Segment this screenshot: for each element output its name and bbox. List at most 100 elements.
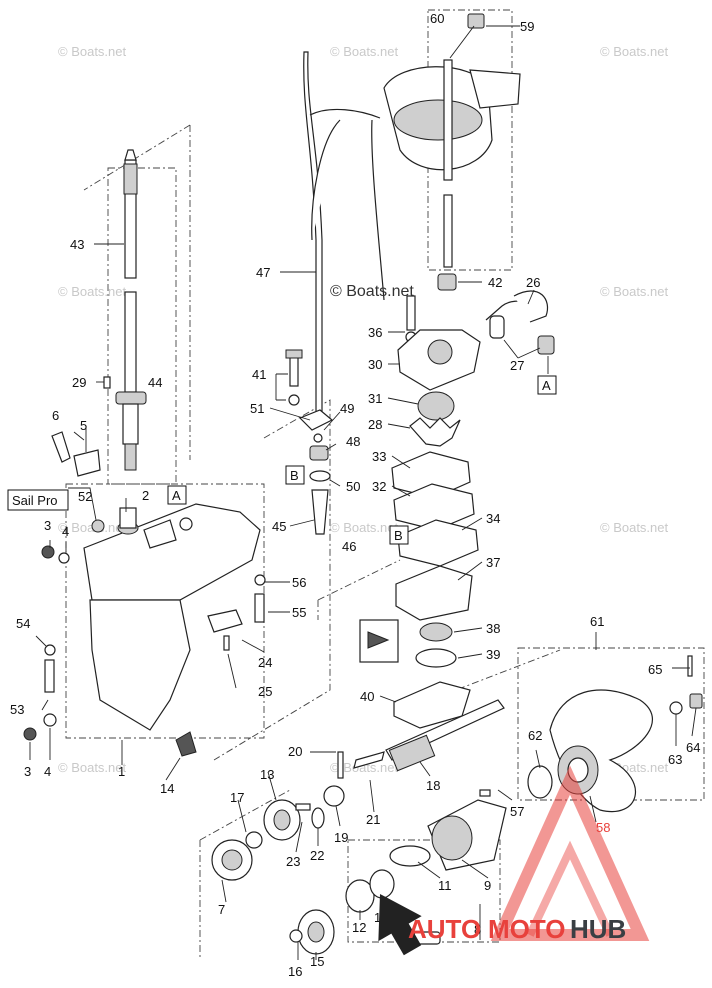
callout-2: 2 [142, 488, 149, 503]
ref-label-b-left: B [290, 468, 299, 483]
callout-19: 19 [334, 830, 348, 845]
callout-4: 4 [44, 764, 51, 779]
callout-26: 26 [526, 275, 540, 290]
callout-40: 40 [360, 689, 374, 704]
callout-22: 22 [310, 848, 324, 863]
callout-54: 54 [16, 616, 30, 631]
callout-51: 51 [250, 401, 264, 416]
mounting-hardware [23, 349, 334, 741]
watermark: © Boats.net [600, 44, 669, 59]
callout-3: 3 [24, 764, 31, 779]
water-pump-parts [359, 273, 555, 729]
watermark: © Boats.net [600, 284, 669, 299]
callout-56: 56 [292, 575, 306, 590]
upper-housing [383, 13, 521, 268]
watermark: © Boats.net [330, 760, 399, 775]
callout-32: 32 [372, 479, 386, 494]
ref-label-b-right: B [394, 528, 403, 543]
callout-3: 3 [44, 518, 51, 533]
callout-43: 43 [70, 237, 84, 252]
callout-64: 64 [686, 740, 700, 755]
ref-box-a-right [537, 375, 557, 395]
callout-39: 39 [486, 647, 500, 662]
center-watermark: © Boats.net [330, 283, 414, 300]
watermark: © Boats.net [330, 520, 399, 535]
callout-31: 31 [368, 391, 382, 406]
logo-text-hub: HUB [570, 914, 626, 944]
callout-5: 5 [80, 418, 87, 433]
callout-23: 23 [286, 854, 300, 869]
callout-38: 38 [486, 621, 500, 636]
callout-24: 24 [258, 655, 272, 670]
callout-44: 44 [148, 375, 162, 390]
callout-36: 36 [368, 325, 382, 340]
logo-text-moto: MOTO [488, 914, 566, 944]
callout-29: 29 [72, 375, 86, 390]
watermark: © Boats.net [58, 284, 127, 299]
gearcase-housing [83, 503, 261, 757]
callout-41: 41 [252, 367, 266, 382]
callout-47: 47 [256, 265, 270, 280]
ref-label-a-top: A [172, 488, 181, 503]
callout-13: 13 [260, 767, 274, 782]
callout-52: 52 [78, 489, 92, 504]
callout-60: 60 [430, 11, 444, 26]
callout-37: 37 [486, 555, 500, 570]
ref-box-b-left [285, 465, 305, 485]
callout-59: 59 [520, 19, 534, 34]
callout-50: 50 [346, 479, 360, 494]
callout-6: 6 [52, 408, 59, 423]
logo-text-auto: AUTO [408, 914, 481, 944]
callout-21: 21 [366, 812, 380, 827]
sail-pro-label: Sail Pro [12, 493, 58, 508]
callout-48: 48 [346, 434, 360, 449]
callout-61: 61 [590, 614, 604, 629]
watermark: © Boats.net [58, 760, 127, 775]
callout-8: 8 [474, 922, 481, 937]
callout-16: 16 [288, 964, 302, 979]
callout-57: 57 [510, 804, 524, 819]
callout-12: 12 [352, 920, 366, 935]
watermark: © Boats.net [600, 520, 669, 535]
callout-45: 45 [272, 519, 286, 534]
callout-33: 33 [372, 449, 386, 464]
callout-28: 28 [368, 417, 382, 432]
callout-9: 9 [484, 878, 491, 893]
lower-gear-train [211, 699, 507, 955]
ref-box-a-top [167, 485, 187, 505]
drive-shaft [103, 149, 147, 471]
callout-49: 49 [340, 401, 354, 416]
callout-4: 4 [62, 524, 69, 539]
callout-30: 30 [368, 357, 382, 372]
watermark-layer: © Boats.net © Boats.net © Boats.net © Bo… [58, 44, 669, 775]
reference-boxes: A A B B Sail Pro [7, 375, 557, 545]
autmotohub-logo: AUTO MOTO HUB [378, 765, 650, 956]
callout-65: 65 [648, 662, 662, 677]
callout-numbers: 43 29 44 47 41 51 49 48 50 45 46 6 5 52 … [10, 11, 700, 979]
leader-lines [29, 25, 697, 960]
callout-7: 7 [218, 902, 225, 917]
callout-55: 55 [292, 605, 306, 620]
callout-34: 34 [486, 511, 500, 526]
callout-18: 18 [426, 778, 440, 793]
callout-15: 15 [310, 954, 324, 969]
callout-63: 63 [668, 752, 682, 767]
sail-pro-box [7, 489, 69, 511]
callout-1: 1 [118, 764, 125, 779]
watermark: © Boats.net [58, 44, 127, 59]
callout-42: 42 [488, 275, 502, 290]
callout-62: 62 [528, 728, 542, 743]
callout-27: 27 [510, 358, 524, 373]
callout-14: 14 [160, 781, 174, 796]
callout-20: 20 [288, 744, 302, 759]
callout-17: 17 [230, 790, 244, 805]
ref-label-a-right: A [542, 378, 551, 393]
callout-25: 25 [258, 684, 272, 699]
callout-46: 46 [342, 539, 356, 554]
ref-box-b-right [389, 525, 409, 545]
callout-11: 11 [438, 878, 452, 893]
watermark: © Boats.net [330, 44, 399, 59]
callout-53: 53 [10, 702, 24, 717]
